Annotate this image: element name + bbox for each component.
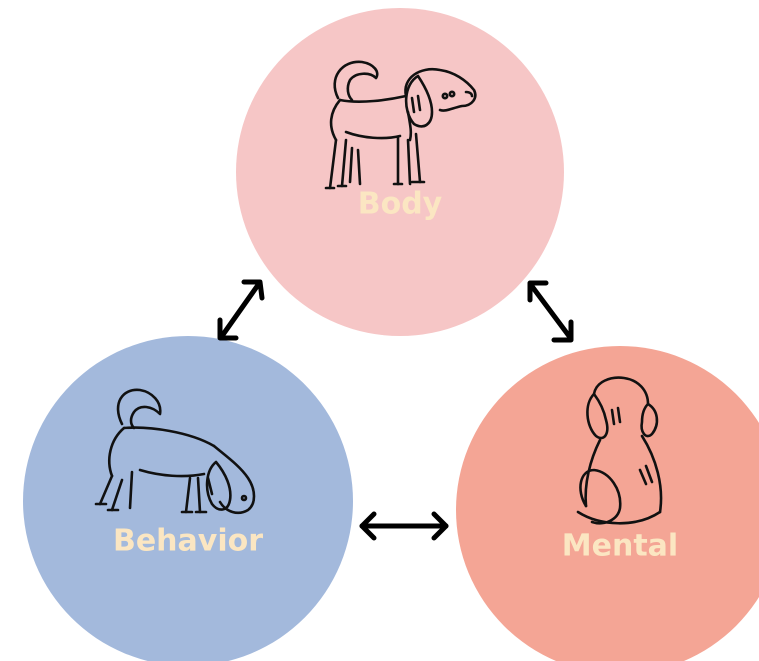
node-mental: Mental <box>456 346 759 661</box>
body-circle <box>236 8 564 336</box>
mental-circle <box>456 346 759 661</box>
mental-label: Mental <box>562 529 678 564</box>
behavior-label: Behavior <box>113 524 263 559</box>
node-behavior: Behavior <box>23 336 353 661</box>
arrow-behavior-mental <box>362 514 446 538</box>
body-label: Body <box>358 187 443 222</box>
arrow-body-mental <box>530 283 571 340</box>
node-body: Body <box>236 8 564 336</box>
arrow-body-behavior <box>220 282 262 338</box>
